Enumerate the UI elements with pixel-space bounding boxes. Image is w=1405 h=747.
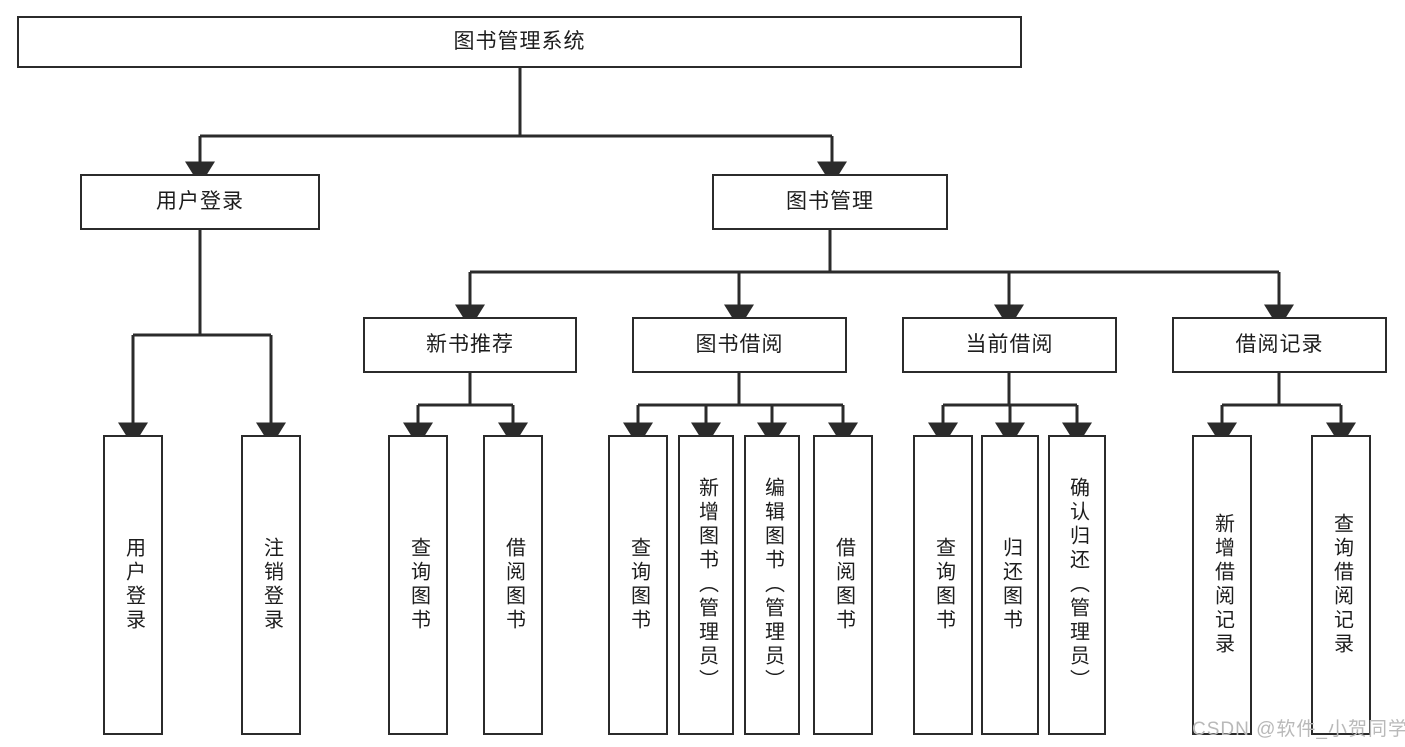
node-root-label: 图书管理系统 — [453, 29, 586, 53]
leaf-query-borrow-record-label: 查询借阅记录 — [1330, 513, 1353, 657]
leaf-borrow-book-label: 借阅图书 — [832, 537, 855, 633]
node-current-borrow-label: 当前借阅 — [965, 332, 1054, 356]
leaf-query-borrow-record[interactable]: 查询借阅记录 — [1311, 435, 1371, 735]
node-borrow-record-label: 借阅记录 — [1235, 332, 1324, 356]
leaf-user-login-label: 用户登录 — [122, 537, 145, 633]
leaf-query-book-borrow[interactable]: 查询图书 — [608, 435, 668, 735]
leaf-add-borrow-record-label: 新增借阅记录 — [1211, 513, 1234, 657]
node-book-management[interactable]: 图书管理 — [712, 174, 948, 230]
node-book-management-label: 图书管理 — [786, 189, 874, 213]
node-borrow-record[interactable]: 借阅记录 — [1172, 317, 1387, 373]
leaf-query-book-recommend[interactable]: 查询图书 — [388, 435, 448, 735]
leaf-return-book[interactable]: 归还图书 — [981, 435, 1039, 735]
node-root[interactable]: 图书管理系统 — [17, 16, 1022, 68]
leaf-borrow-book-recommend[interactable]: 借阅图书 — [483, 435, 543, 735]
node-new-book-recommend-label: 新书推荐 — [426, 332, 514, 356]
leaf-logout-label: 注销登录 — [260, 537, 283, 633]
leaf-edit-book-admin-label: 编辑图书（管理员） — [761, 477, 784, 693]
leaf-query-book-current[interactable]: 查询图书 — [913, 435, 973, 735]
leaf-user-login[interactable]: 用户登录 — [103, 435, 163, 735]
leaf-edit-book-admin[interactable]: 编辑图书（管理员） — [744, 435, 800, 735]
leaf-add-book-admin[interactable]: 新增图书（管理员） — [678, 435, 734, 735]
leaf-query-book-current-label: 查询图书 — [932, 537, 955, 633]
leaf-confirm-return-admin[interactable]: 确认归还（管理员） — [1048, 435, 1106, 735]
leaf-return-book-label: 归还图书 — [999, 537, 1022, 633]
node-current-borrow[interactable]: 当前借阅 — [902, 317, 1117, 373]
leaf-add-book-admin-label: 新增图书（管理员） — [695, 477, 718, 693]
node-user-login[interactable]: 用户登录 — [80, 174, 320, 230]
leaf-query-book-recommend-label: 查询图书 — [407, 537, 430, 633]
leaf-borrow-book[interactable]: 借阅图书 — [813, 435, 873, 735]
node-book-borrow-label: 图书借阅 — [695, 332, 784, 356]
node-new-book-recommend[interactable]: 新书推荐 — [363, 317, 577, 373]
node-user-login-label: 用户登录 — [156, 189, 244, 213]
leaf-confirm-return-admin-label: 确认归还（管理员） — [1066, 477, 1089, 693]
leaf-query-book-borrow-label: 查询图书 — [627, 537, 650, 633]
csdn-watermark: CSDN @软件_小贺同学 — [1192, 719, 1405, 740]
leaf-logout[interactable]: 注销登录 — [241, 435, 301, 735]
leaf-add-borrow-record[interactable]: 新增借阅记录 — [1192, 435, 1252, 735]
node-book-borrow[interactable]: 图书借阅 — [632, 317, 847, 373]
leaf-borrow-book-recommend-label: 借阅图书 — [502, 537, 525, 633]
